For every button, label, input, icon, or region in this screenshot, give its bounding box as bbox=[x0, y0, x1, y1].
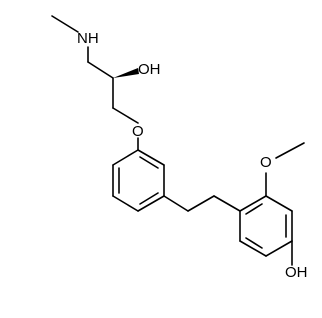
bond-ring1-double-3 bbox=[139, 156, 159, 169]
bond-ch2-chiral bbox=[87, 61, 114, 79]
nh-label: NH bbox=[77, 30, 99, 47]
o-methoxy-label: O bbox=[260, 154, 272, 171]
bond-ring1-4 bbox=[137, 195, 165, 212]
bond-ch2-o bbox=[112, 107, 139, 124]
bond-ring2-double-1 bbox=[245, 203, 263, 215]
bond-ring1-3 bbox=[112, 195, 139, 212]
bond-ring2-2 bbox=[265, 195, 293, 212]
bond-methoxy-o-methyl bbox=[275, 142, 305, 159]
oh-phenol-label: OH bbox=[285, 264, 308, 281]
bond-ring2-4 bbox=[265, 240, 293, 257]
bond-ring1-6 bbox=[137, 149, 165, 166]
bond-ring2-1 bbox=[239, 195, 267, 212]
bond-ring2-double-3 bbox=[245, 237, 263, 249]
wedge-bond-oh-main bbox=[113, 68, 139, 78]
o-ether-label: O bbox=[132, 123, 144, 140]
bond-ring1-double-2 bbox=[139, 192, 159, 205]
bond-bridge-3 bbox=[213, 195, 241, 212]
bond-ring1-1 bbox=[112, 149, 139, 166]
bond-ring2-5 bbox=[239, 240, 267, 257]
bond-bridge-1 bbox=[163, 195, 189, 212]
bond-bridge-2 bbox=[187, 195, 215, 212]
oh-side-label: OH bbox=[138, 61, 161, 78]
bond-methyl-n bbox=[51, 15, 79, 33]
